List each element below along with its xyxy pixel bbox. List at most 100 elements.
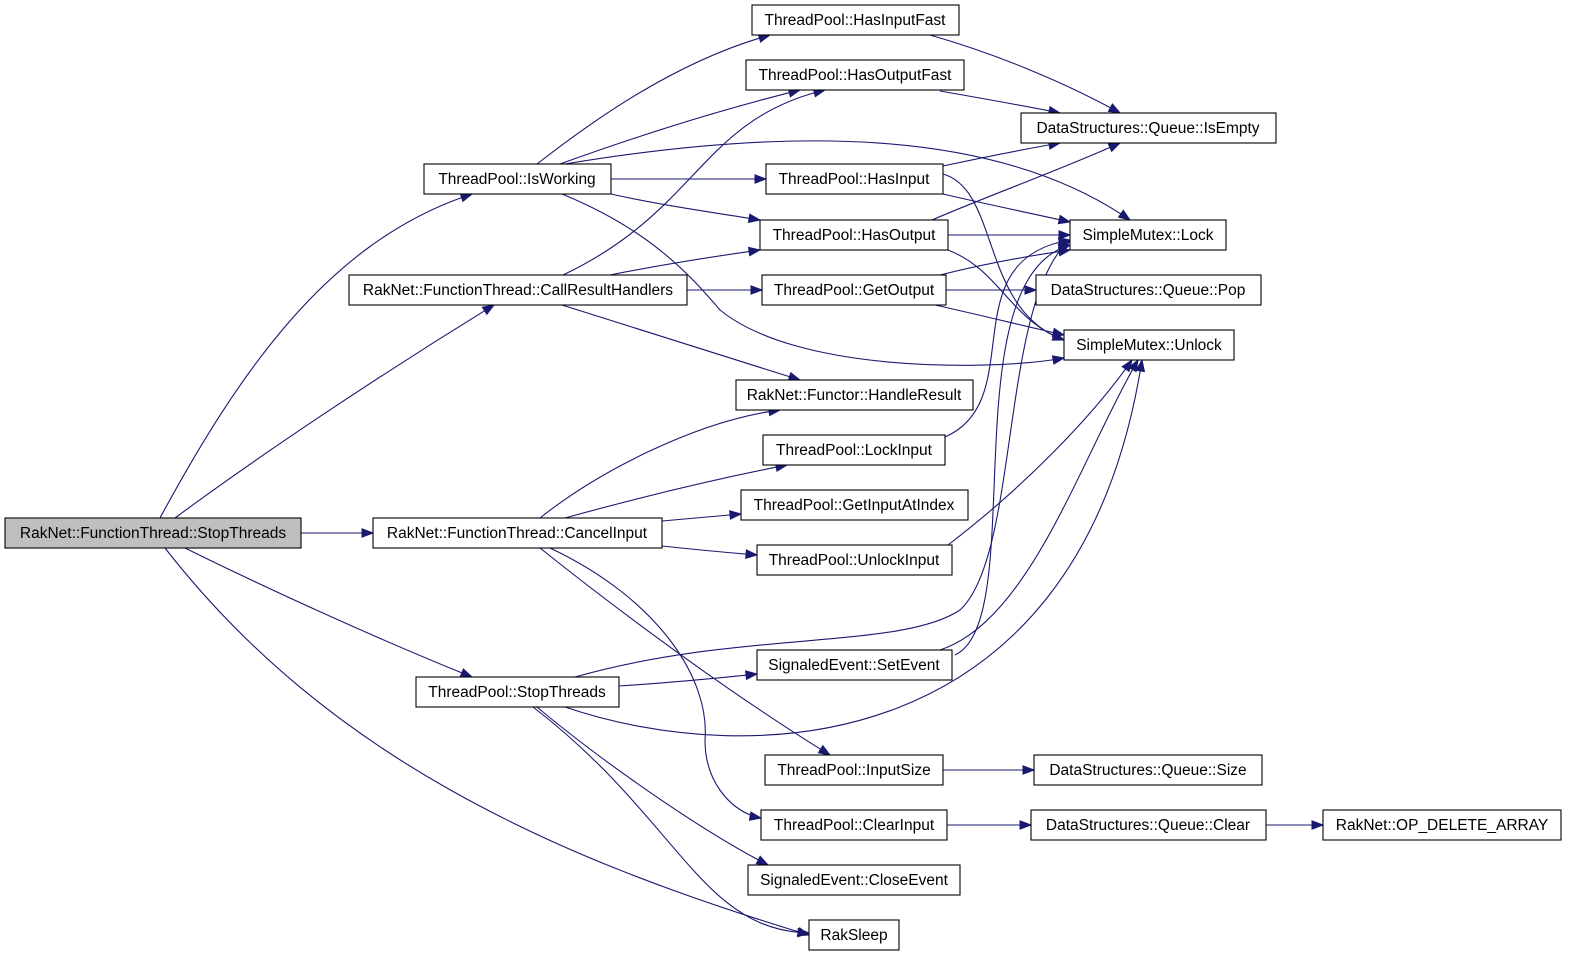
edges-layer (159, 33, 1325, 938)
node-label: SignaledEvent::CloseEvent (760, 872, 949, 889)
edge-set-event-to-mutex-lock (954, 243, 1072, 656)
node-mutex-lock[interactable]: SimpleMutex::Lock (1069, 219, 1227, 251)
edge-has-input-to-mutex-unlock (942, 173, 1066, 341)
node-cancel-input[interactable]: RakNet::FunctionThread::CancelInput (372, 517, 663, 549)
edge-set-event-to-mutex-unlock (939, 358, 1139, 651)
node-has-input-fast[interactable]: ThreadPool::HasInputFast (751, 4, 960, 36)
node-lock-input[interactable]: ThreadPool::LockInput (762, 434, 946, 466)
edge-line (942, 142, 1061, 167)
edge-call-result-handlers-to-has-output-fast (562, 87, 827, 276)
node-get-input-at-index[interactable]: ThreadPool::GetInputAtIndex (740, 489, 969, 521)
node-label: ThreadPool::UnlockInput (769, 552, 940, 569)
edge-pool-stop-threads-to-rak-sleep (532, 706, 811, 938)
edge-arrowhead (1019, 820, 1033, 830)
edge-line (931, 142, 1121, 221)
node-label: RakNet::FunctionThread::CallResultHandle… (363, 282, 673, 299)
edge-arrowhead (361, 528, 375, 538)
edge-pool-stop-threads-to-set-event (618, 670, 759, 687)
node-label: SimpleMutex::Lock (1083, 227, 1214, 244)
node-close-event[interactable]: SignaledEvent::CloseEvent (747, 864, 961, 896)
node-has-input[interactable]: ThreadPool::HasInput (765, 163, 944, 195)
node-label: ThreadPool::InputSize (777, 762, 930, 779)
edge-line (184, 547, 473, 678)
edge-line (536, 34, 771, 165)
edge-line (574, 239, 1071, 678)
node-label: SignaledEvent::SetEvent (768, 657, 940, 674)
node-label: RakNet::Functor::HandleResult (747, 387, 962, 404)
edge-arrowhead (1022, 765, 1036, 775)
edge-arrowhead (729, 510, 743, 520)
node-label: ThreadPool::HasInputFast (765, 12, 947, 29)
edge-line (947, 359, 1133, 546)
edge-line (561, 193, 1065, 366)
node-op-delete-array[interactable]: RakNet::OP_DELETE_ARRAY (1322, 809, 1562, 841)
edge-is-working-to-mutex-lock (564, 140, 1132, 221)
edge-arrowhead (1107, 142, 1122, 153)
edge-line (939, 249, 1071, 276)
edge-cancel-input-to-clear-input (549, 547, 763, 821)
edge-line (561, 304, 801, 381)
node-queue-pop[interactable]: DataStructures::Queue::Pop (1035, 274, 1262, 306)
edge-line (174, 304, 495, 519)
edge-line (559, 89, 801, 165)
edge-line (564, 464, 788, 519)
node-rak-sleep[interactable]: RakSleep (808, 919, 900, 951)
node-queue-size[interactable]: DataStructures::Queue::Size (1033, 754, 1263, 786)
edge-arrowhead (797, 927, 811, 938)
node-has-output[interactable]: ThreadPool::HasOutput (759, 219, 949, 251)
edge-has-input-to-mutex-lock (942, 193, 1072, 225)
edge-line (564, 140, 1131, 221)
edge-arrowhead (459, 668, 474, 678)
edge-has-output-fast-to-queue-is-empty (939, 90, 1062, 116)
edge-arrowhead (1127, 358, 1139, 373)
node-pool-stop-threads[interactable]: ThreadPool::StopThreads (415, 676, 620, 708)
node-set-event[interactable]: SignaledEvent::SetEvent (756, 649, 953, 681)
edge-is-working-to-has-input (611, 174, 768, 184)
node-input-size[interactable]: ThreadPool::InputSize (764, 754, 944, 786)
edge-line (661, 513, 742, 522)
edge-line (939, 359, 1139, 651)
edge-line (954, 244, 1071, 656)
edge-get-output-to-queue-pop (946, 285, 1038, 295)
edge-call-result-handlers-to-handle-result (561, 304, 802, 382)
node-label: ThreadPool::LockInput (776, 442, 933, 459)
node-queue-is-empty[interactable]: DataStructures::Queue::IsEmpty (1020, 112, 1277, 144)
node-label: DataStructures::Queue::Clear (1046, 817, 1250, 834)
edge-arrowhead (1117, 209, 1132, 221)
node-queue-clear[interactable]: DataStructures::Queue::Clear (1030, 809, 1267, 841)
edge-line (564, 359, 1143, 737)
node-call-result-handlers[interactable]: RakNet::FunctionThread::CallResultHandle… (348, 274, 688, 306)
node-clear-input[interactable]: ThreadPool::ClearInput (760, 809, 948, 841)
edge-unlock-input-to-mutex-unlock (947, 358, 1133, 546)
edge-arrowhead (1057, 243, 1072, 254)
node-unlock-input[interactable]: ThreadPool::UnlockInput (756, 544, 953, 576)
edge-arrowhead (747, 213, 762, 224)
edge-line (944, 239, 1071, 438)
node-label: ThreadPool::IsWorking (438, 171, 595, 188)
node-mutex-unlock[interactable]: SimpleMutex::Unlock (1063, 329, 1235, 361)
edge-line (929, 34, 1121, 114)
edge-line (942, 193, 1071, 223)
edge-line (562, 89, 826, 276)
node-get-output[interactable]: ThreadPool::GetOutput (761, 274, 947, 306)
edge-root-to-cancel-input (301, 528, 375, 538)
edge-line (539, 547, 831, 756)
edge-line (618, 673, 758, 687)
node-is-working[interactable]: ThreadPool::IsWorking (423, 163, 612, 195)
edge-arrowhead (817, 744, 832, 756)
node-label: DataStructures::Queue::Pop (1051, 282, 1246, 299)
edge-arrowhead (748, 811, 763, 821)
node-has-output-fast[interactable]: ThreadPool::HasOutputFast (745, 59, 965, 91)
node-root[interactable]: RakNet::FunctionThread::StopThreads (4, 517, 302, 549)
edge-root-to-pool-stop-threads (184, 547, 474, 678)
node-handle-result[interactable]: RakNet::Functor::HandleResult (735, 379, 974, 411)
edge-is-working-to-mutex-unlock (561, 193, 1066, 366)
node-label: ThreadPool::HasOutputFast (759, 67, 953, 84)
edge-has-input-fast-to-queue-is-empty (929, 34, 1122, 114)
edge-root-to-rak-sleep (164, 547, 811, 937)
edge-arrowhead (1058, 230, 1072, 240)
edge-arrowhead (459, 192, 474, 203)
node-label: DataStructures::Queue::Size (1049, 762, 1246, 779)
node-label: ThreadPool::StopThreads (428, 684, 606, 701)
edge-line (539, 409, 781, 519)
